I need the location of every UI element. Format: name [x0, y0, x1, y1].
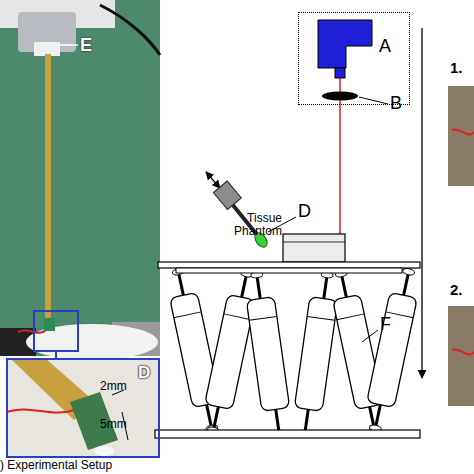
nut — [34, 42, 60, 56]
callout-letter: B — [390, 94, 402, 114]
motion-arrow — [206, 172, 220, 188]
figure-caption: ) Experimental Setup — [0, 459, 112, 472]
zoom-link — [55, 351, 57, 358]
probe-holder — [213, 181, 241, 209]
step-number: 1. — [450, 60, 463, 77]
leader-line — [362, 330, 378, 342]
part-label: Tissue Phantom — [220, 212, 282, 238]
lens — [322, 92, 358, 101]
leader-line — [359, 97, 388, 104]
actuator-leg — [243, 270, 294, 438]
red-wire — [452, 129, 474, 134]
inset-box: D 2mm 5mm — [6, 358, 160, 458]
actuator-leg — [361, 266, 423, 434]
photo-frame — [448, 306, 474, 406]
zoom-marker — [34, 311, 78, 351]
red-wire — [452, 349, 474, 354]
callout-letter: E — [80, 36, 92, 56]
sensor-tip — [94, 446, 114, 456]
dotted-group-box: A — [298, 12, 410, 105]
step-number: 2. — [450, 282, 463, 299]
top-plate — [158, 262, 420, 268]
callout-letter: D — [298, 202, 311, 222]
phantom-container — [283, 234, 345, 262]
sensor-block — [44, 318, 55, 331]
photo-background — [0, 0, 160, 356]
leader-line — [58, 44, 78, 46]
top-plate-lower — [176, 268, 402, 273]
cable — [100, 5, 160, 55]
red-wire — [18, 330, 46, 333]
laser-nozzle — [335, 68, 345, 78]
inset-photo — [6, 358, 160, 458]
callout-letter: D — [138, 364, 150, 383]
phantom-surface — [283, 242, 345, 243]
red-wire — [6, 409, 74, 412]
actuator-leg — [199, 268, 261, 436]
base-plate — [155, 430, 420, 438]
callout-letter: A — [379, 37, 391, 57]
laser-beam — [339, 78, 341, 238]
dimension-label: 2mm — [100, 380, 127, 393]
sequence-arrow — [421, 28, 422, 378]
callout-letter: F — [380, 315, 391, 335]
actuator-leg — [291, 270, 342, 438]
laser-device — [318, 20, 372, 68]
brass-rod — [45, 54, 51, 320]
dimension-label: 5mm — [100, 418, 127, 431]
photo-frame — [448, 86, 474, 186]
